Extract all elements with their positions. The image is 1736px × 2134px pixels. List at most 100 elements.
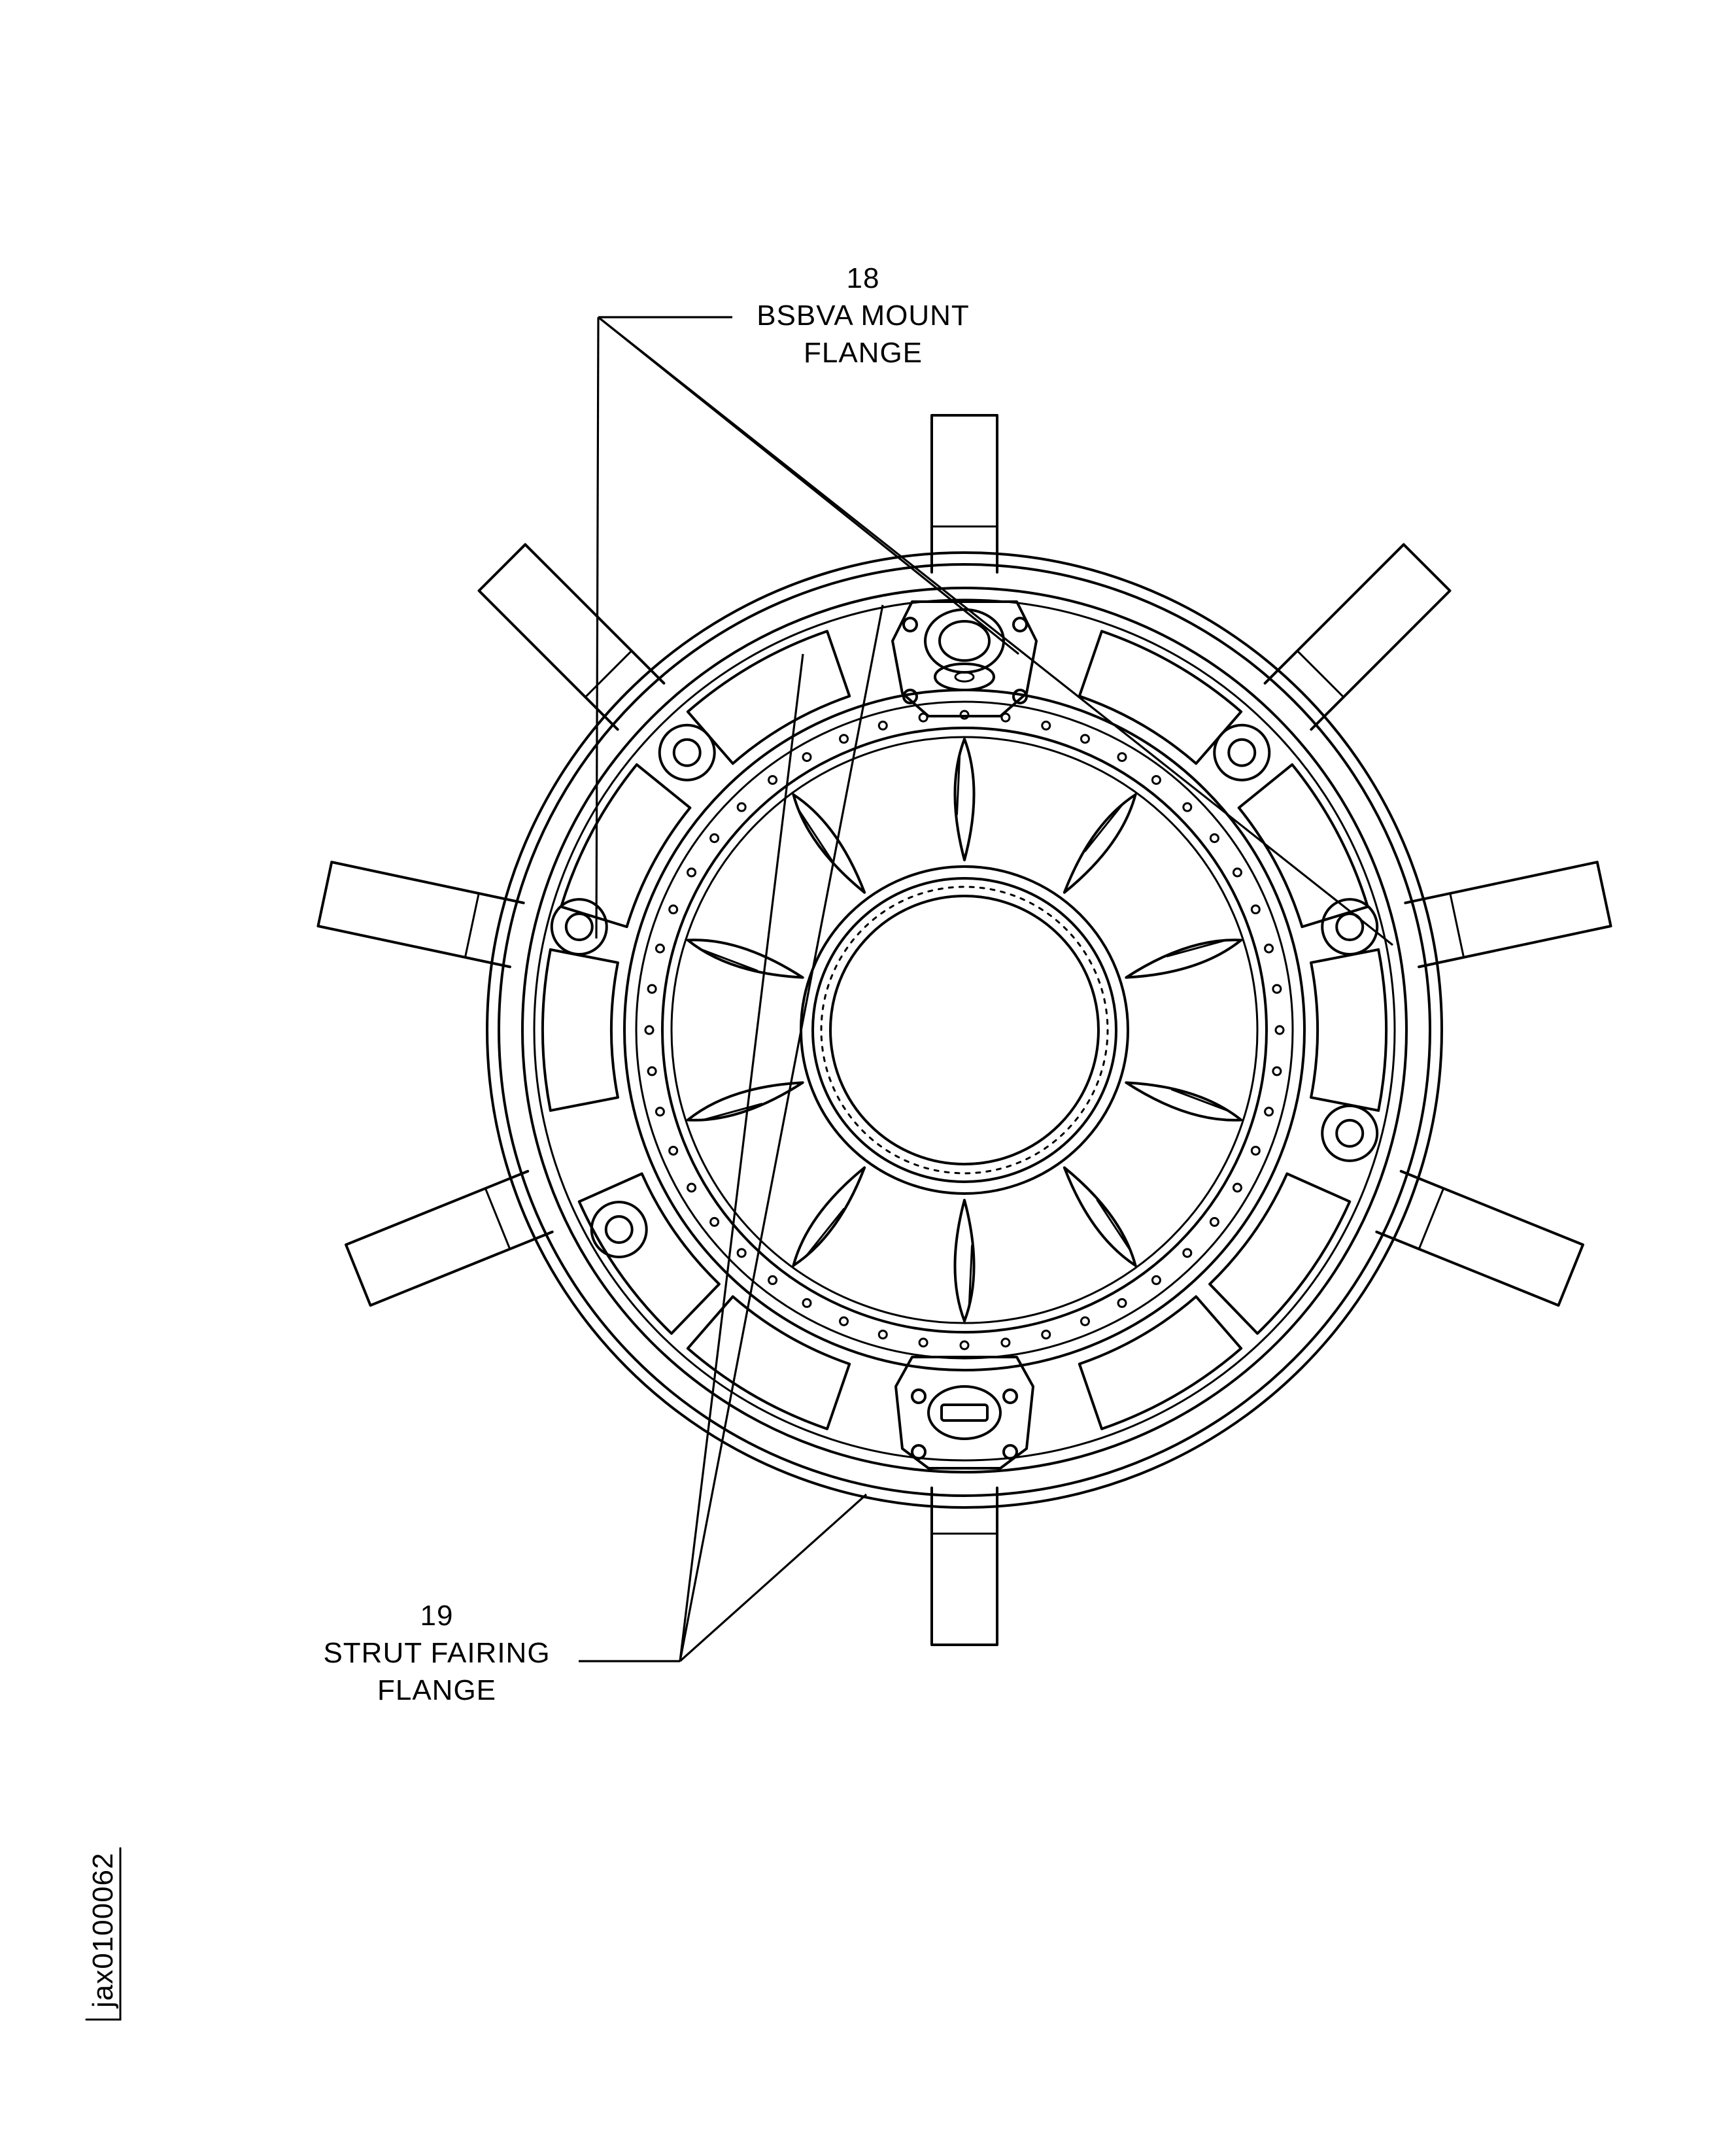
bolt-hole: [644, 1025, 655, 1035]
strut-joint: [484, 1187, 511, 1250]
strut: [930, 414, 998, 574]
ring-pocket: [1078, 1295, 1243, 1430]
figure-id-group: jax0100062: [85, 1847, 122, 2021]
bolt-hole: [877, 1330, 888, 1340]
pad-bore: [1335, 912, 1365, 942]
strut-joint: [464, 892, 480, 959]
vane: [686, 938, 804, 979]
bolt-hole: [687, 1182, 697, 1193]
bolt-hole: [1232, 1182, 1242, 1193]
middle-ring: [623, 689, 1306, 1371]
vane-edge: [955, 754, 961, 816]
bolt-hole: [1117, 752, 1127, 763]
bolt-hole: [1000, 1337, 1011, 1348]
bolt-hole: [802, 1298, 812, 1308]
bolt-hole: [736, 802, 747, 812]
ring-pocket: [1208, 1172, 1352, 1335]
bolt-hole: [839, 1316, 849, 1326]
struts: [316, 414, 1612, 1646]
bolt-hole: [668, 1145, 679, 1156]
vane-edge: [700, 948, 758, 972]
bolt-hole: [1272, 984, 1282, 994]
bolt-hole: [1151, 1275, 1161, 1285]
bolt-hole: [736, 1248, 747, 1258]
vane-edge: [1166, 939, 1225, 957]
bolt-hole: [1182, 1248, 1193, 1258]
strut-joint: [1296, 649, 1345, 698]
vane: [1125, 938, 1243, 979]
vane-edge: [1096, 1199, 1131, 1250]
bolt-hole: [918, 712, 928, 723]
bolt-hole: [1209, 833, 1219, 844]
vane-edge: [798, 810, 833, 861]
bolt-hole: [1182, 802, 1193, 812]
bolt-hole: [918, 1337, 928, 1348]
pad-outer: [1321, 898, 1379, 956]
callout-19-number: 19: [420, 1600, 454, 1632]
bolt-hole: [687, 867, 697, 878]
bolt-hole: [1232, 867, 1242, 878]
callout-19: 19 STRUT FAIRING FLANGE: [323, 1600, 550, 1706]
bolt-hole: [1151, 775, 1161, 785]
strut: [1404, 861, 1612, 969]
bolt-hole: [1041, 720, 1051, 731]
bolt-hole: [1272, 1066, 1282, 1076]
bolt-hole: [655, 1107, 665, 1117]
ring-pockets: [541, 630, 1387, 1430]
vane: [1063, 793, 1137, 894]
strut-joint: [1449, 892, 1465, 959]
vane-edge: [968, 1245, 974, 1306]
pad-bore: [1227, 738, 1257, 767]
vane-edge: [704, 1103, 763, 1121]
ring-pocket: [1310, 948, 1387, 1112]
pad-outer: [1321, 1104, 1379, 1162]
callout-18-number: 18: [847, 262, 880, 294]
bolt-hole: [1250, 1145, 1261, 1156]
bolt-hole: [1080, 1316, 1090, 1326]
callout-18-line2: FLANGE: [804, 337, 923, 369]
pad-bore: [564, 912, 594, 942]
vane: [953, 1199, 976, 1322]
bolt-hole: [668, 904, 679, 915]
pad-outer: [550, 898, 608, 956]
bolt-holes: [644, 710, 1285, 1351]
pad-outer: [1213, 723, 1271, 782]
vane: [686, 1081, 804, 1122]
vane: [1063, 1166, 1137, 1267]
hub: [800, 865, 1129, 1195]
vane-edge: [806, 1208, 845, 1256]
bolt-hole: [839, 734, 849, 744]
ring-pocket: [1237, 763, 1369, 929]
callout-19-line2: FLANGE: [377, 1674, 496, 1706]
strut: [345, 1169, 554, 1307]
bolt-hole: [647, 1066, 657, 1076]
ring-pocket: [560, 763, 692, 929]
vanes: [686, 738, 1243, 1322]
vane-edge: [1170, 1088, 1229, 1112]
vane: [792, 793, 866, 894]
bolt-hole: [1000, 712, 1011, 723]
bolt-hole: [647, 984, 657, 994]
bolt-hole: [1274, 1025, 1285, 1035]
vane: [1125, 1081, 1243, 1122]
pad-bore: [672, 738, 702, 767]
bolt-hole: [959, 1340, 970, 1351]
ring-pocket: [577, 1172, 721, 1335]
strut: [477, 543, 666, 731]
bolt-hole: [709, 1216, 720, 1227]
bottom-mount: [894, 1356, 1034, 1470]
strut: [316, 861, 525, 969]
pad-bore: [604, 1215, 634, 1244]
strut: [1263, 543, 1452, 731]
strut-joint: [1418, 1187, 1445, 1250]
strut-joint: [584, 649, 633, 698]
vane: [792, 1166, 866, 1267]
bolt-hole: [1041, 1330, 1051, 1340]
callout-19-line1: STRUT FAIRING: [323, 1637, 550, 1669]
pad-bore: [1335, 1118, 1365, 1148]
bolt-hole: [1209, 1216, 1219, 1227]
ring-pocket: [686, 630, 851, 765]
strut: [1375, 1169, 1584, 1307]
bolt-hole: [768, 1275, 778, 1285]
